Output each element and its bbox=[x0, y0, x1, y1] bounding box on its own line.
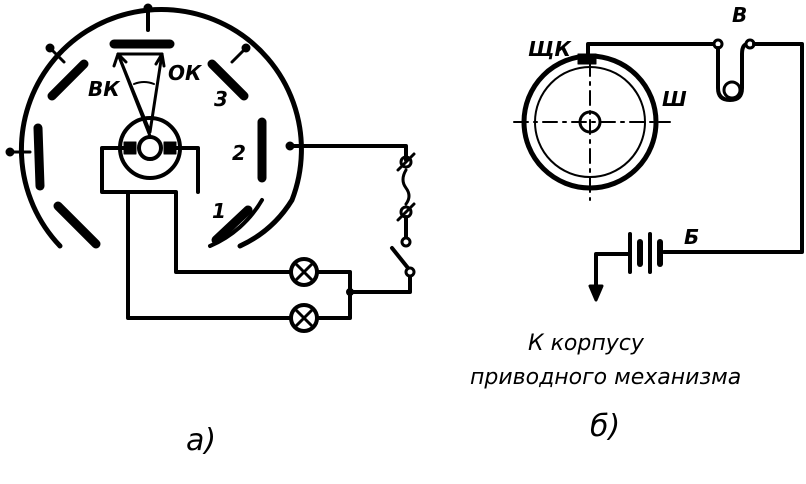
wire-coil-to-battery bbox=[662, 42, 804, 254]
coil-v bbox=[716, 42, 750, 102]
caption-b: б) bbox=[590, 409, 620, 444]
diagram-b-labels: ЩК Ш В Б К корпусу приводного механизма … bbox=[470, 3, 747, 444]
pointer-arc bbox=[133, 81, 155, 85]
contact-bar-left-low bbox=[33, 123, 45, 191]
brush-holder-frame bbox=[100, 146, 294, 274]
coil-loop bbox=[722, 80, 742, 100]
hub-inner bbox=[137, 135, 163, 161]
wire-to-switch bbox=[348, 270, 412, 294]
wire-ring-to-fuse bbox=[288, 144, 408, 162]
label-ok: ОК bbox=[168, 61, 203, 85]
label-seg-2: 2 bbox=[232, 141, 246, 165]
ground-arrow bbox=[588, 284, 604, 302]
fuse-wave bbox=[401, 168, 411, 206]
caption-a: а) bbox=[186, 423, 216, 458]
pointer-needle bbox=[116, 52, 152, 138]
battery-b bbox=[628, 232, 663, 274]
note-line-2: приводного механизма bbox=[470, 365, 741, 390]
fuse-top bbox=[396, 152, 416, 172]
lamp-bottom bbox=[289, 303, 319, 333]
wire-battery-to-ground bbox=[594, 252, 632, 294]
label-v: В bbox=[732, 3, 747, 27]
lamp-top bbox=[289, 257, 319, 287]
diagram-a-labels: ВК ОК 3 2 1 а) bbox=[88, 61, 246, 458]
brush-holder-right bbox=[174, 146, 200, 194]
label-vk: ВК bbox=[88, 77, 121, 101]
switch-contact-top bbox=[400, 236, 412, 248]
switch-outer-arc bbox=[18, 7, 304, 249]
label-shk: ЩК bbox=[528, 37, 573, 61]
contact-bar-left-bottom bbox=[53, 201, 101, 249]
diagram-a bbox=[5, 3, 416, 333]
pointer-arrow-ok bbox=[154, 52, 166, 68]
lamp-join bbox=[315, 270, 352, 320]
contact-bar-left-top bbox=[47, 59, 89, 101]
contact-bar-right-top bbox=[207, 59, 249, 101]
switch-blade bbox=[390, 246, 410, 270]
note-line-1: К корпусу bbox=[528, 331, 645, 356]
contact-bar-right-1 bbox=[211, 205, 253, 245]
switch-contact-bottom bbox=[404, 266, 416, 278]
label-b: Б bbox=[684, 225, 699, 249]
label-seg-3: 3 bbox=[214, 87, 228, 111]
diagram-b bbox=[513, 38, 804, 302]
label-seg-1: 1 bbox=[212, 199, 226, 223]
brush-lead bbox=[586, 42, 720, 56]
wire-lower bbox=[126, 190, 294, 320]
pointer-arrow-vk bbox=[112, 52, 128, 68]
label-sh: Ш bbox=[662, 87, 687, 111]
